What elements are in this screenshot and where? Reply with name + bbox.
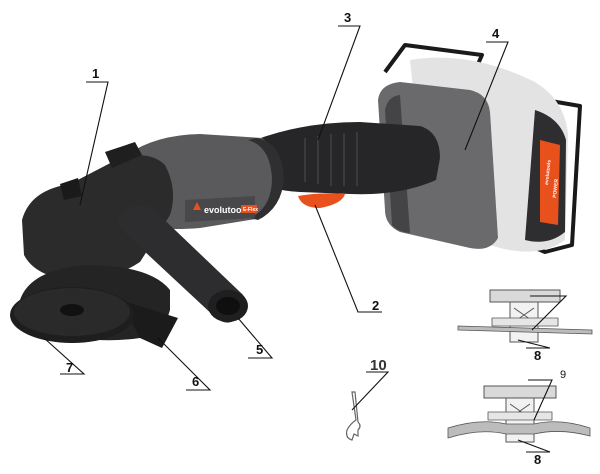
callout-7: 7 bbox=[66, 360, 73, 375]
callout-8-top: 8 bbox=[534, 348, 541, 363]
spanner-wrench-icon bbox=[345, 391, 361, 441]
callout-labels: 1 2 3 4 5 6 7 8 8 9 10 bbox=[66, 10, 566, 467]
rear-grip bbox=[250, 122, 440, 208]
battery-brand-text: evolutools bbox=[544, 159, 553, 185]
callout-6: 6 bbox=[192, 374, 199, 389]
callout-3: 3 bbox=[344, 10, 351, 25]
callout-5: 5 bbox=[256, 342, 263, 357]
callout-4: 4 bbox=[492, 26, 500, 41]
callout-2: 2 bbox=[372, 298, 379, 313]
grinding-disc bbox=[10, 287, 134, 343]
gear-head bbox=[22, 142, 174, 281]
model-badge: E-Flex bbox=[243, 207, 258, 213]
flange-detail-bottom bbox=[447, 385, 591, 443]
side-handle bbox=[118, 205, 248, 323]
callout-10: 10 bbox=[370, 357, 387, 374]
switch-trigger bbox=[298, 193, 345, 208]
battery-model-text: POWER bbox=[552, 178, 560, 198]
spindle-lock-button bbox=[60, 178, 82, 200]
callout-1: 1 bbox=[92, 66, 99, 81]
leader-lines bbox=[43, 25, 568, 453]
brand-text: evolutools bbox=[204, 205, 249, 215]
callout-8-bottom: 8 bbox=[534, 452, 541, 467]
flange-detail-top bbox=[457, 289, 593, 343]
callout-9: 9 bbox=[560, 369, 566, 381]
